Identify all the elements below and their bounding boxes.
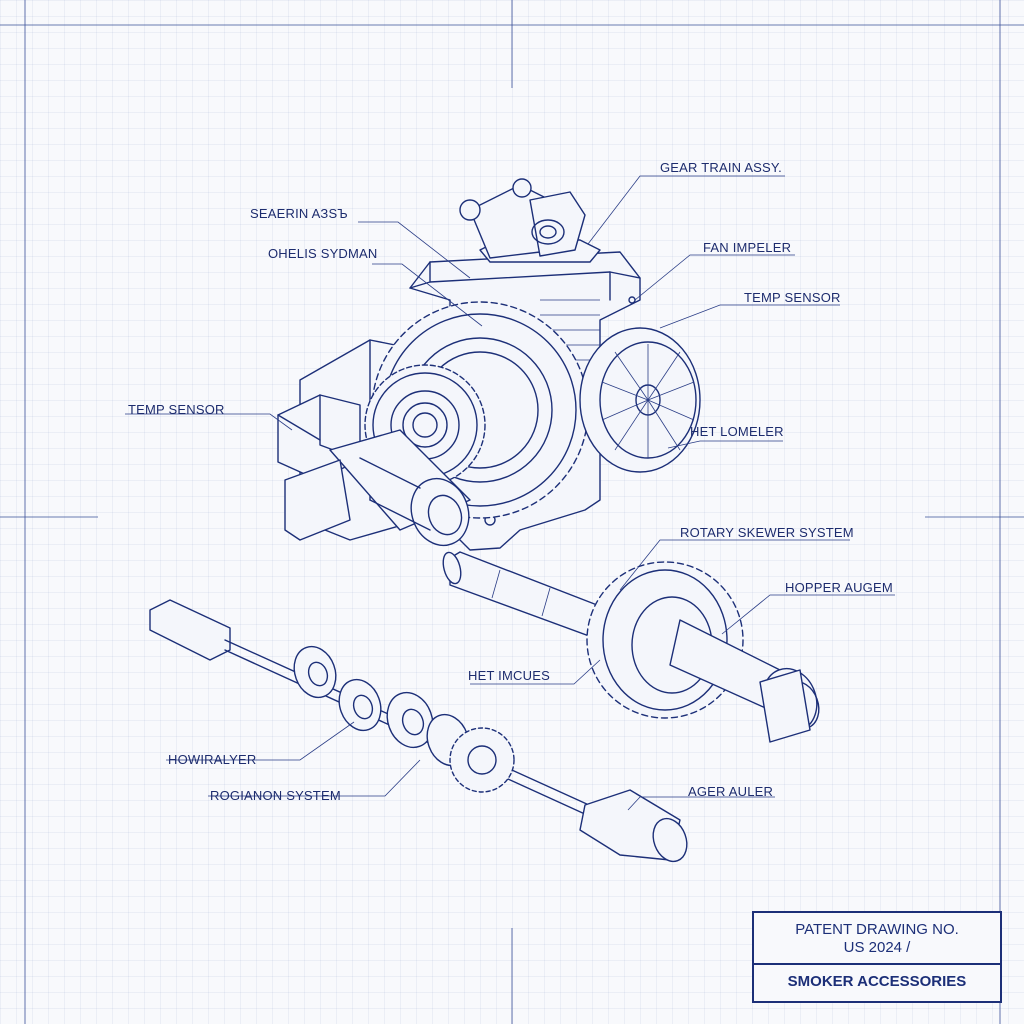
label-gear-train-assy: GEAR TRAIN ASSY. — [660, 160, 782, 175]
leader-lines — [125, 175, 895, 811]
label-het-lomeler: HET LOMELER — [690, 424, 784, 439]
label-temp-sensor-left: TEMP SENSOR — [128, 402, 225, 417]
label-rogianon-system: ROGIANON SYSTEM — [210, 788, 341, 803]
title-block-drawing-number: PATENT DRAWING NO. US 2024 / — [754, 913, 1000, 965]
label-hopper-augem: HOPPER AUGEM — [785, 580, 893, 595]
label-ager-auler: AGER AULER — [688, 784, 774, 799]
rogianon-skewer — [149, 599, 688, 863]
label-fan-impeler: FAN IMPELER — [703, 240, 792, 255]
label-temp-sensor-right: TEMP SENSOR — [744, 290, 841, 305]
title-block: PATENT DRAWING NO. US 2024 / SMOKER ACCE… — [752, 911, 1002, 1003]
gearbox-assembly — [277, 178, 701, 551]
label-ohelis-sydman: OHELIS SYDMAN — [268, 246, 378, 261]
label-howiralyer: HOWIRALYER — [168, 752, 257, 767]
label-het-imcues: HET IMCUES — [468, 668, 550, 683]
label-seaerin-assy: SEAERIN AЗSЪ — [250, 206, 348, 221]
fan-impeller — [579, 327, 701, 473]
label-rotary-skewer-system: ROTARY SKEWER SYSTEM — [680, 525, 854, 540]
rotary-skewer-shaft — [442, 551, 820, 743]
title-block-line1: PATENT DRAWING NO. — [795, 921, 959, 938]
title-block-subject: SMOKER ACCESSORIES — [787, 973, 967, 990]
title-block-line2: US 2024 / — [843, 939, 911, 956]
